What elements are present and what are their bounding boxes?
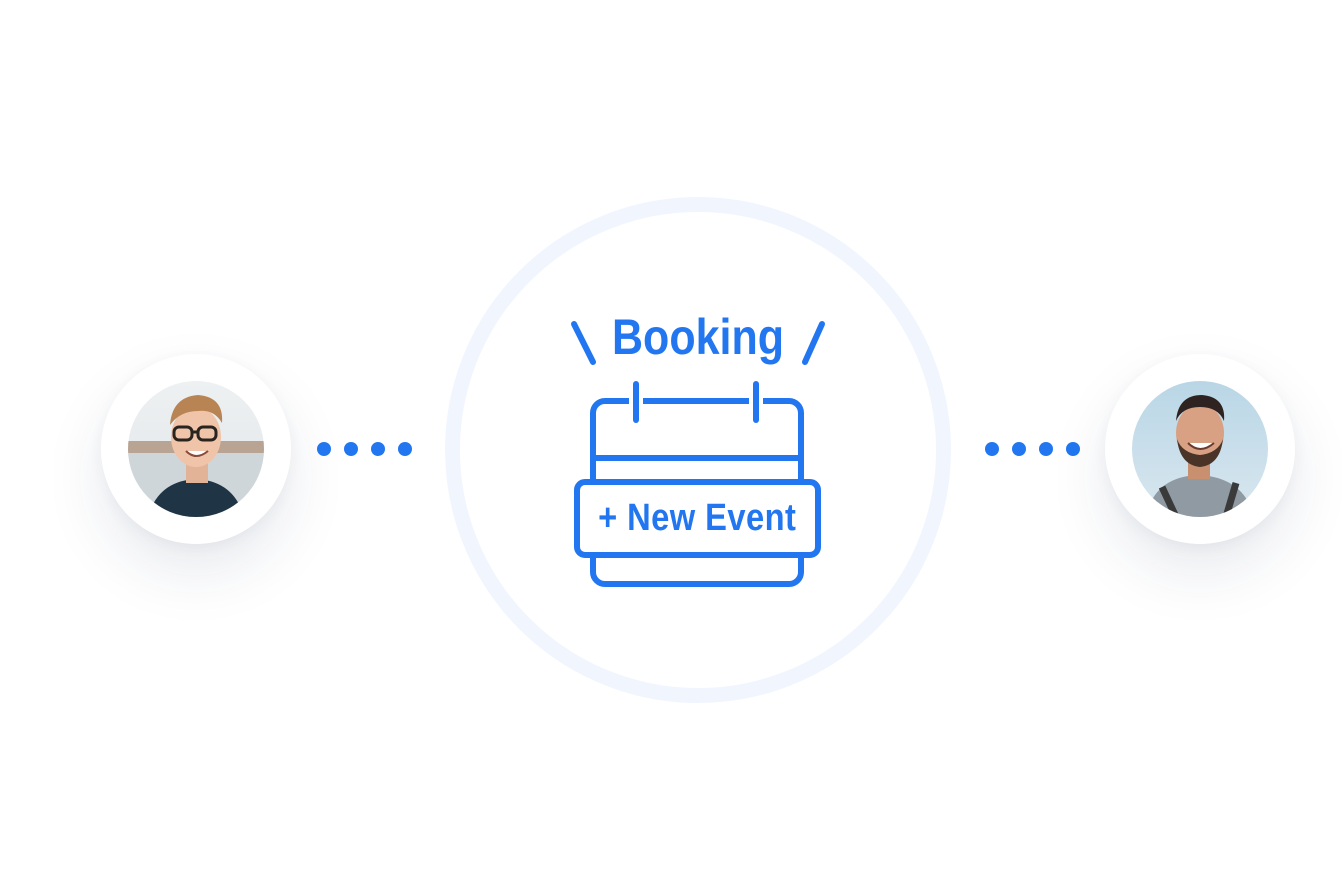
avatar-photo-left [128, 381, 264, 517]
new-event-button[interactable]: + New Event [574, 479, 821, 558]
new-event-label: + New Event [598, 497, 797, 539]
avatar-photo-right [1132, 381, 1268, 517]
booking-title: Booking [612, 309, 784, 365]
connector-dot [317, 442, 331, 456]
connector-dot [1066, 442, 1080, 456]
connector-dot [344, 442, 358, 456]
person-right-icon [1132, 381, 1268, 517]
connector-dot [1012, 442, 1026, 456]
connector-dots-left [317, 442, 412, 456]
connector-dot [985, 442, 999, 456]
connector-dot [398, 442, 412, 456]
avatar-right [1105, 354, 1295, 544]
connector-dot [371, 442, 385, 456]
connector-dots-right [985, 442, 1080, 456]
person-left-icon [128, 381, 264, 517]
connector-dot [1039, 442, 1053, 456]
sparkle-right-icon [802, 321, 825, 365]
avatar-left [101, 354, 291, 544]
sparkle-left-icon [571, 321, 596, 365]
